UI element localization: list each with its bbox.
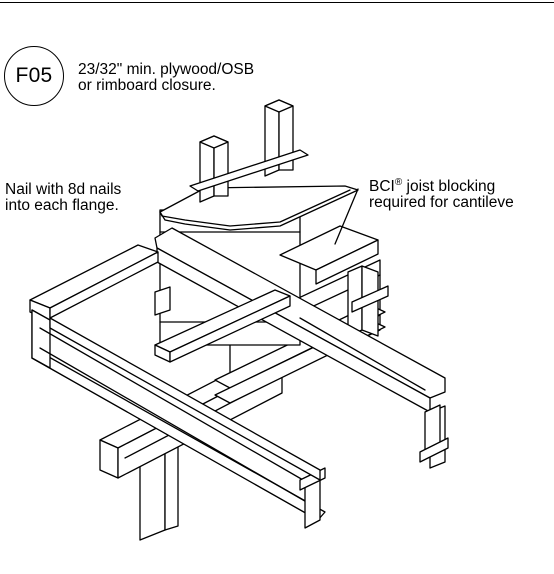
wall-studs	[190, 100, 308, 202]
blocking-joist	[280, 226, 378, 284]
closure-panel	[160, 186, 358, 230]
blocking-note-line-2: required for cantileve	[369, 194, 514, 211]
blocking-note-line-1: BCI® joist blocking	[369, 177, 514, 195]
nailing-note-line-1: Nail with 8d nails	[5, 181, 122, 198]
detail-number: F05	[15, 64, 53, 87]
nailing-note: Nail with 8d nails into each flange.	[5, 182, 121, 214]
closure-note-line-1: 23/32" min. plywood/OSB	[78, 61, 255, 78]
sheet-top-rule	[0, 2, 554, 3]
nailing-note-line-2: into each flange.	[5, 197, 119, 214]
closure-note-line-2: or rimboard closure.	[78, 77, 216, 94]
registered-mark: ®	[394, 177, 403, 188]
blocking-strips	[348, 266, 388, 336]
detail-number-badge: F05	[4, 46, 64, 106]
outer-rim-joist	[30, 245, 325, 528]
closure-note: 23/32" min. plywood/OSB or rimboard clos…	[78, 62, 254, 94]
support-post	[140, 440, 178, 540]
bci-brand: BCI	[369, 178, 395, 195]
cross-joist	[155, 290, 290, 362]
blocking-leader	[335, 189, 358, 244]
outer-rim-top-flange	[50, 252, 320, 480]
blocking-note-line-1-rest: joist blocking	[402, 178, 496, 195]
blocking-note: BCI® joist blocking required for cantile…	[369, 177, 514, 211]
